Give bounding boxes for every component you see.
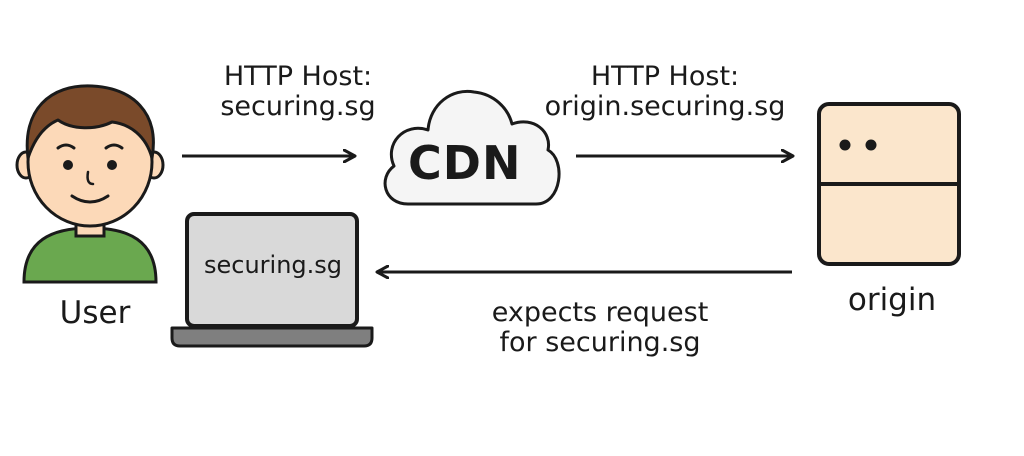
laptop-icon [170,212,374,348]
user-nose [86,170,95,186]
edge-label-cdn-to-origin: HTTP Host: origin.securing.sg [520,61,810,123]
user-hair [25,84,155,160]
user-label: User [59,295,131,331]
laptop-base [170,326,374,348]
edge-label-user-to-cdn: HTTP Host: securing.sg [198,61,398,123]
server-led-2 [865,139,877,151]
laptop-screen-text: securing.sg [203,251,343,279]
edge-label-origin-to-user-line2: for securing.sg [499,327,701,359]
cdn-label: CDN [408,136,522,190]
cloud-icon [383,89,561,206]
user-eyebrow-left [56,143,76,150]
edge-label-user-to-cdn-line1: HTTP Host: [223,61,373,92]
user-eyebrow-right [104,143,124,150]
user-eye-right [107,160,117,170]
origin-label: origin [847,282,937,318]
edge-label-origin-to-user-line1: expects request [491,297,709,328]
user-avatar-icon [15,84,165,284]
edge-label-cdn-to-origin-line1: HTTP Host: [590,61,740,92]
server-led-1 [839,139,851,151]
user-mouth [70,194,110,204]
server-icon [817,102,961,266]
edge-label-cdn-to-origin-line2: origin.securing.sg [544,91,786,123]
user-eye-left [63,160,73,170]
edge-label-origin-to-user: expects request for securing.sg [460,297,740,359]
edge-label-user-to-cdn-line2: securing.sg [220,91,376,123]
laptop-screen [185,212,359,328]
